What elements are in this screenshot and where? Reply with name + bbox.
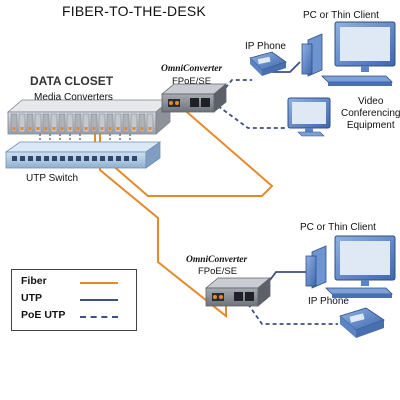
switch-port [116,156,121,161]
ip-phone-top [249,51,287,76]
legend-poe-utp-label: PoE UTP [21,309,66,321]
switch-port [92,156,97,161]
rack-slot [98,113,106,133]
rack-slot-port [124,127,128,130]
switch-port [108,156,113,161]
switch-port [100,156,105,161]
media-converter-rack [6,99,172,135]
rack-slot-port [36,127,40,130]
diagram-title: FIBER-TO-THE-DESK [62,3,206,19]
pc-thin-client-top [301,21,396,86]
media-converters-label: Media Converters [34,92,113,103]
switch-port [124,156,129,161]
rack-slot-port [76,127,80,130]
rack-slot [90,113,98,133]
converter-top-model: FPoE/SE [172,76,212,87]
switch-port [76,156,81,161]
rack-slot [18,113,26,133]
switch-port [84,156,89,161]
pc-bottom-label: PC or Thin Client [300,222,376,233]
rack-slot-port [92,127,96,130]
rack-slot-port [68,127,72,130]
rack-slot-port [84,127,88,130]
rack-slot-port [140,127,144,130]
rack-slot [130,113,138,133]
video-conferencing-equipment [287,97,331,137]
rack-slot-port [100,127,104,130]
utp-switch-label: UTP Switch [26,173,79,184]
switch-port [68,156,73,161]
rack-slots [10,113,154,133]
ip-phone-top-label: IP Phone [245,41,286,52]
switch-port [36,156,41,161]
rack-slot-port [52,127,56,130]
rack-slot [82,113,90,133]
rack-slot [106,113,114,133]
converter-bottom-model: FPoE/SE [198,266,238,277]
rack-slot-port [28,127,32,130]
data-closet-heading: DATA CLOSET [30,74,114,88]
converter-bottom-brand: OmniConverter [186,255,248,265]
switch-port [20,156,25,161]
omniconverter-top [160,83,228,113]
rack-slot-port [148,127,152,130]
video-label-line-2: Conferencing [341,108,400,119]
legend-utp-label: UTP [21,292,42,304]
video-label-line-1: Video [358,96,384,107]
poe-utp-cable-video [217,105,286,129]
rack-slot [10,113,18,133]
switch-ports [12,156,137,161]
rack-slot [146,113,154,133]
rack-slot [122,113,130,133]
video-conferencing-label: Video Conferencing Equipment [341,96,400,132]
legend-poe-utp-line [80,316,118,318]
omniconverter-bottom [204,277,272,307]
rack-slot [34,113,42,133]
switch-port [44,156,49,161]
utp-switch [4,141,162,169]
ip-phone-bottom [339,307,385,338]
rack-slot-port [116,127,120,130]
rack-slot [74,113,82,133]
rack-slot [114,113,122,133]
switch-port [132,156,137,161]
pc-thin-client-bottom [305,235,396,298]
converter-top-brand: OmniConverter [161,64,223,74]
switch-port [60,156,65,161]
rack-slot-port [20,127,24,130]
video-label-line-3: Equipment [346,120,395,131]
rack-slot-port [60,127,64,130]
rack-slot [42,113,50,133]
ip-phone-bottom-label: IP Phone [308,296,349,307]
switch-port [28,156,33,161]
legend: Fiber UTP PoE UTP [11,269,137,331]
rack-slot [50,113,58,133]
legend-utp-line [80,299,118,301]
rack-slot-port [44,127,48,130]
legend-fiber-line [80,282,118,284]
rack-slot [138,113,146,133]
rack-slot [66,113,74,133]
switch-port [12,156,17,161]
rack-slot [58,113,66,133]
rack-slot-port [108,127,112,130]
utp-cable-phone-pc-top [272,61,301,73]
legend-fiber-label: Fiber [21,275,47,287]
poe-utp-cable-bottom [247,303,338,325]
rack-slot-port [12,127,16,130]
switch-port [52,156,57,161]
rack-slot-port [132,127,136,130]
rack-slot [26,113,34,133]
pc-top-label: PC or Thin Client [303,10,379,21]
